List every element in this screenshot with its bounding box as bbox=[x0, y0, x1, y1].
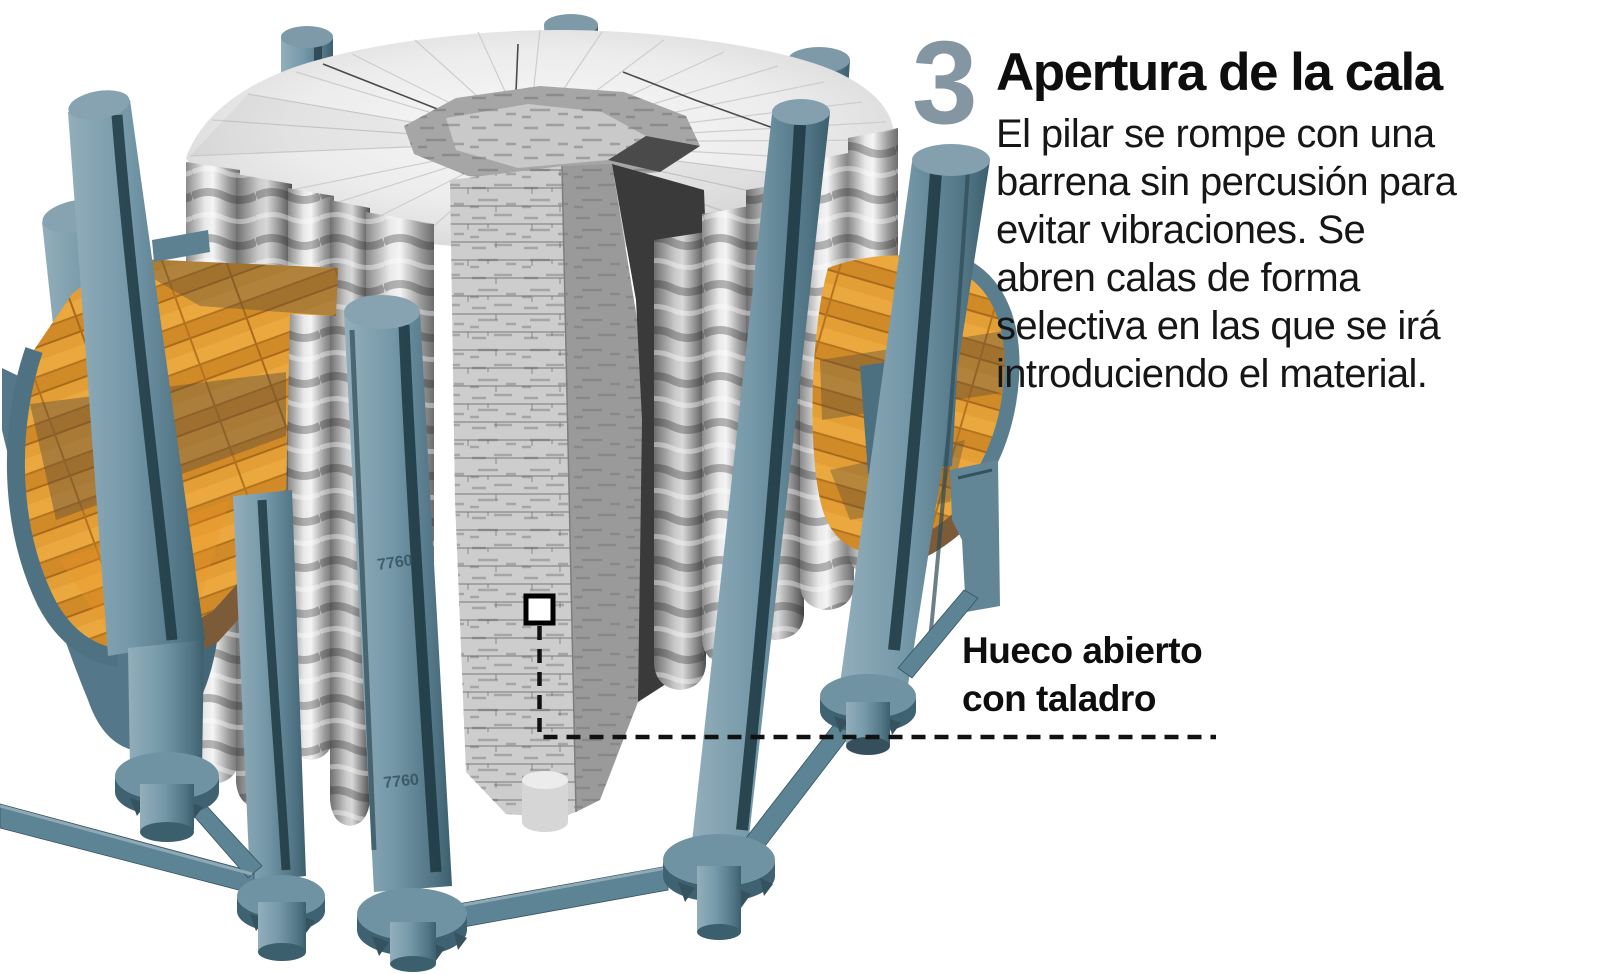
step-body-line: introduciendo el material. bbox=[996, 352, 1428, 396]
step-body-line: El pilar se rompe con una bbox=[996, 112, 1435, 156]
tube-marking-upper: 7760 bbox=[376, 552, 414, 574]
pillar-base-stub bbox=[522, 771, 568, 832]
step-number: 3 bbox=[912, 17, 978, 149]
steel-tube-mid-left bbox=[233, 490, 306, 882]
steel-tube-front-right bbox=[692, 99, 830, 846]
step-title: Apertura de la cala bbox=[996, 43, 1443, 102]
platform-rim bbox=[6, 347, 120, 667]
step-body-line: evitar vibraciones. Se bbox=[996, 208, 1366, 252]
platform-clamp bbox=[152, 230, 210, 262]
step-body-line: abren calas de forma bbox=[996, 256, 1360, 300]
tube-marking-lower: 7760 bbox=[383, 771, 420, 792]
base-collar-front-right bbox=[663, 834, 775, 940]
callout-label-line: con taladro bbox=[962, 678, 1156, 719]
base-collar-left bbox=[115, 752, 219, 842]
leader-line bbox=[537, 626, 1216, 740]
base-collar-mid-left bbox=[237, 875, 325, 961]
platform-hanger bbox=[950, 460, 1000, 612]
stone-pillar bbox=[186, 29, 898, 832]
drill-square-marker bbox=[523, 593, 556, 626]
base-collar-right bbox=[820, 674, 916, 755]
step-description: El pilar se rompe con una barrena sin pe… bbox=[996, 110, 1457, 398]
callout-label: Hueco abierto con taladro bbox=[962, 627, 1203, 723]
steel-tube-front-left: 7760 7760 bbox=[344, 295, 452, 892]
step-body-line: selectiva en las que se irá bbox=[996, 304, 1441, 348]
step-body-line: barrena sin percusión para bbox=[996, 160, 1457, 204]
callout-label-line: Hueco abierto bbox=[962, 630, 1203, 671]
steel-tube-left-front bbox=[68, 90, 205, 772]
drill-hole-annotation bbox=[523, 593, 1216, 740]
steel-tube-right bbox=[838, 144, 990, 698]
base-collar-front-left bbox=[357, 888, 467, 972]
pillar-core-opening bbox=[404, 86, 700, 182]
